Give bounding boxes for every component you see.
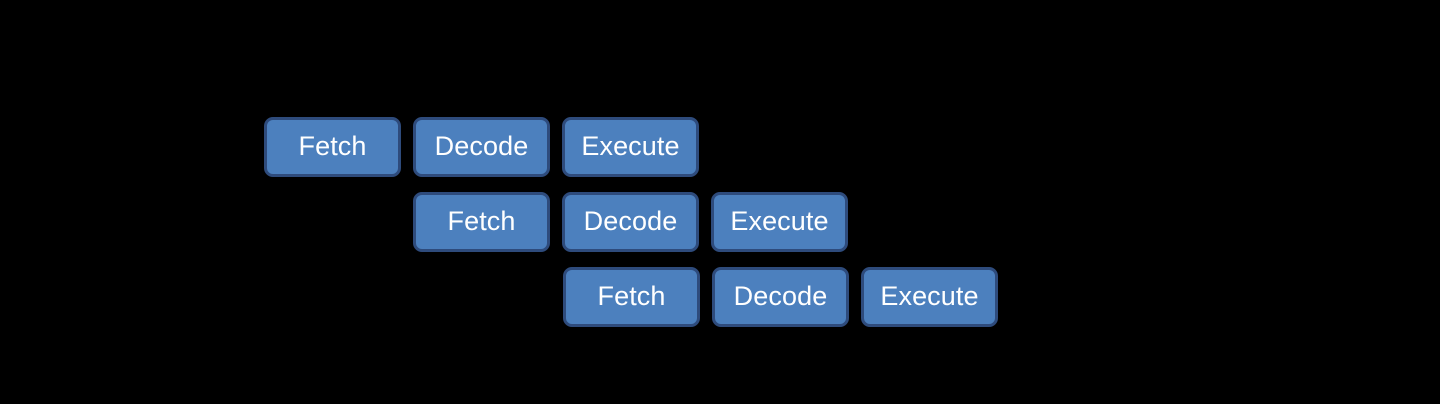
stage-box-fetch[interactable]: Fetch [563, 267, 700, 327]
stage-box-execute[interactable]: Execute [861, 267, 998, 327]
stage-label: Decode [583, 205, 678, 236]
pipeline-row-2: Fetch Decode Execute [413, 192, 848, 252]
stage-box-execute[interactable]: Execute [711, 192, 848, 252]
stage-label: Decode [733, 280, 828, 311]
stage-label: Execute [581, 130, 680, 161]
stage-box-decode[interactable]: Decode [413, 117, 550, 177]
stage-box-fetch[interactable]: Fetch [413, 192, 550, 252]
pipeline-row-3: Fetch Decode Execute [563, 267, 998, 327]
stage-label: Execute [730, 205, 829, 236]
stage-box-fetch[interactable]: Fetch [264, 117, 401, 177]
stage-label: Decode [434, 130, 529, 161]
stage-box-execute[interactable]: Execute [562, 117, 699, 177]
stage-label: Execute [880, 280, 979, 311]
stage-label: Fetch [447, 205, 516, 236]
pipeline-row-1: Fetch Decode Execute [264, 117, 699, 177]
stage-box-decode[interactable]: Decode [562, 192, 699, 252]
stage-box-decode[interactable]: Decode [712, 267, 849, 327]
stage-label: Fetch [597, 280, 666, 311]
stage-label: Fetch [298, 130, 367, 161]
